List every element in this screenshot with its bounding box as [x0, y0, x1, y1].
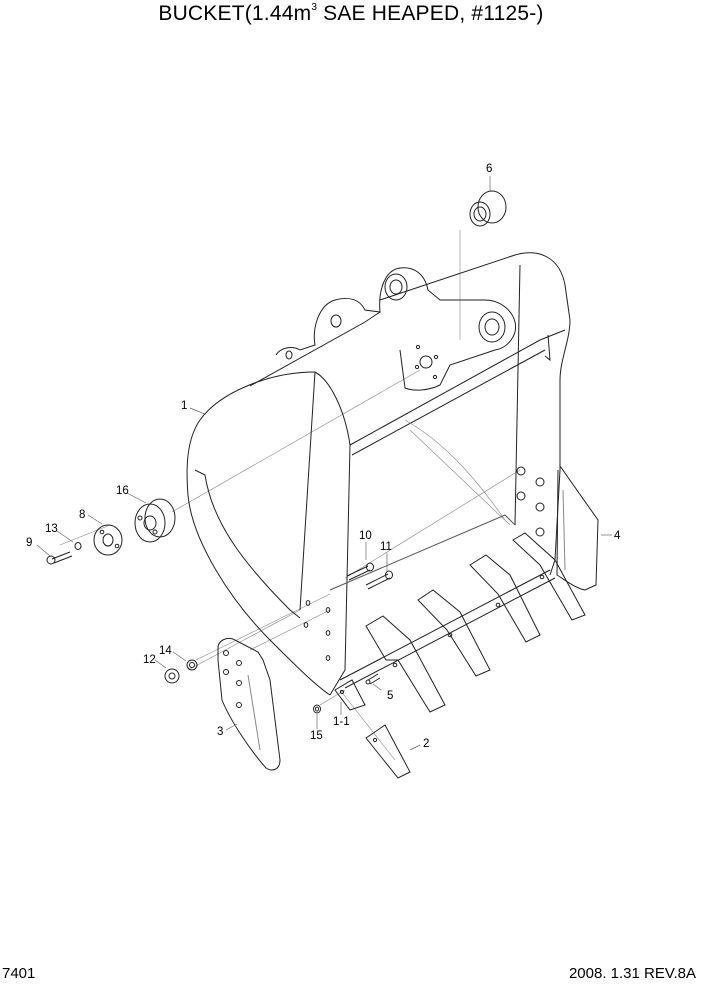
- callout-9: 9: [26, 537, 33, 549]
- page-code: 7401: [2, 965, 36, 982]
- callout-leaders: [36, 176, 612, 751]
- adapter-1-1: [334, 679, 366, 711]
- washer-14: [186, 659, 198, 671]
- callout-3: 3: [217, 726, 224, 738]
- callout-6: 6: [486, 163, 493, 175]
- callout-15: 15: [310, 730, 323, 742]
- callout-13: 13: [45, 523, 58, 535]
- callout-12: 12: [143, 654, 156, 666]
- pin-5: [365, 673, 381, 685]
- nut-12: [164, 668, 180, 684]
- shim-16: [134, 498, 176, 543]
- bolt-9: [46, 551, 73, 565]
- washer-13: [74, 542, 82, 550]
- callout-4: 4: [614, 530, 621, 542]
- callout-1: 1: [181, 400, 188, 412]
- callout-14: 14: [159, 645, 172, 657]
- side-holes: [303, 600, 331, 661]
- right-bolts: [516, 466, 545, 537]
- revision-date: 2008. 1.31 REV.8A: [568, 965, 696, 982]
- bolt-10: [346, 562, 374, 581]
- callout-5: 5: [387, 690, 394, 702]
- bucket-teeth: [365, 532, 586, 713]
- mounting-lugs: [275, 267, 517, 391]
- callout-2: 2: [423, 738, 430, 750]
- callout-1-1: 1-1: [333, 716, 350, 728]
- side-cutter-left: [217, 637, 281, 771]
- callout-10: 10: [359, 530, 372, 542]
- assembly-lines: [59, 230, 521, 761]
- tooth-part-2: [365, 724, 411, 779]
- bolt-11: [365, 570, 393, 590]
- callout-8: 8: [79, 509, 86, 521]
- bucket-body: [186, 252, 571, 696]
- diagram-title: BUCKET(1.44m3 SAE HEAPED, #1125-): [0, 2, 702, 26]
- bushing-6: [469, 190, 507, 227]
- plate-8: [93, 524, 123, 556]
- title-superscript: 3: [311, 2, 318, 13]
- title-suffix: SAE HEAPED, #1125-): [317, 2, 544, 25]
- side-cutter-right: [556, 465, 599, 591]
- callout-11: 11: [380, 541, 392, 553]
- washer-15: [313, 704, 321, 714]
- callout-16: 16: [116, 485, 129, 497]
- title-text: BUCKET(1.44m: [158, 2, 312, 25]
